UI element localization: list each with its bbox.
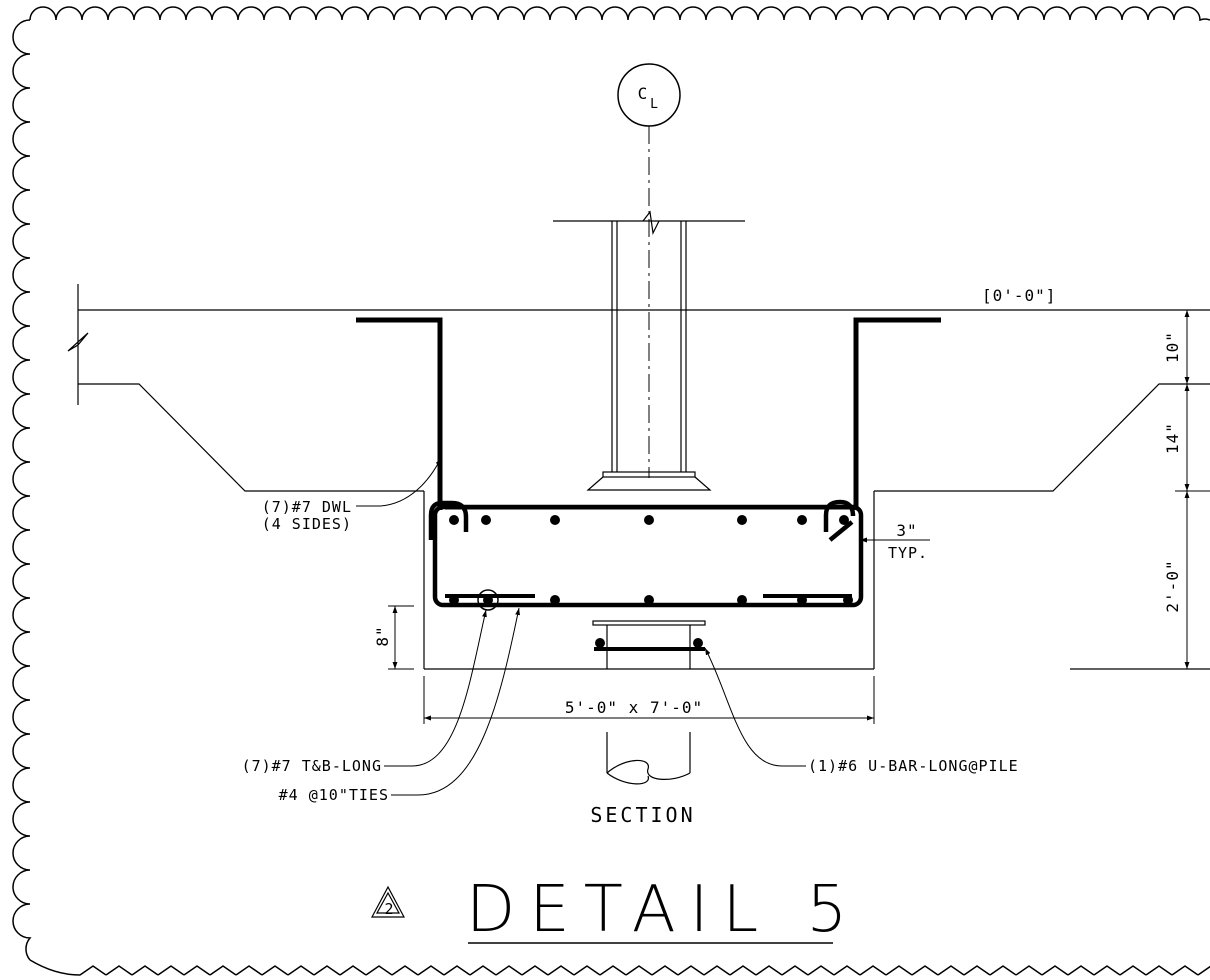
detail-title: DETAIL 5 <box>466 873 861 947</box>
cap-reinforcement <box>428 499 864 651</box>
revision-cloud-top <box>29 6 1210 22</box>
u-bar-callout: (1)#6 U-BAR-LONG@PILE <box>808 757 1019 775</box>
slab-depth-dimension: 10" <box>1163 331 1182 363</box>
dowel-bars <box>356 317 941 510</box>
elevation-label: [0'-0"] <box>982 286 1056 305</box>
cap-depth-dimension: 2'-0" <box>1163 559 1182 612</box>
centerline-c: C <box>638 84 649 103</box>
rebar-dots <box>449 515 853 648</box>
cap-size-dimension: 5'-0" x 7'-0" <box>565 698 703 717</box>
centerline-symbol: C L <box>617 63 681 127</box>
dowel-callout-line2: (4 SIDES) <box>262 515 352 533</box>
revision-triangle: 2 <box>371 885 405 918</box>
section-label: SECTION <box>590 803 695 827</box>
pile-embed-dimension: 8" <box>373 625 392 646</box>
revision-number: 2 <box>384 900 393 918</box>
long-bars-callout: (7)#7 T&B-LONG <box>242 757 382 775</box>
cover-note: TYP. <box>888 544 928 562</box>
slab-outline <box>67 284 1210 492</box>
ties-callout: #4 @10"TIES <box>279 786 389 804</box>
dimension-lines <box>388 310 1210 724</box>
revision-cloud-bottom <box>29 959 1210 976</box>
revision-cloud-left <box>12 19 32 961</box>
leader-lines <box>356 457 806 796</box>
centerline-l: L <box>650 97 658 112</box>
haunch-depth-dimension: 14" <box>1163 422 1182 454</box>
cover-dimension: 3" <box>896 521 917 540</box>
pile-cap <box>423 491 1210 670</box>
dowel-callout-line1: (7)#7 DWL <box>262 498 352 516</box>
column <box>553 210 745 491</box>
